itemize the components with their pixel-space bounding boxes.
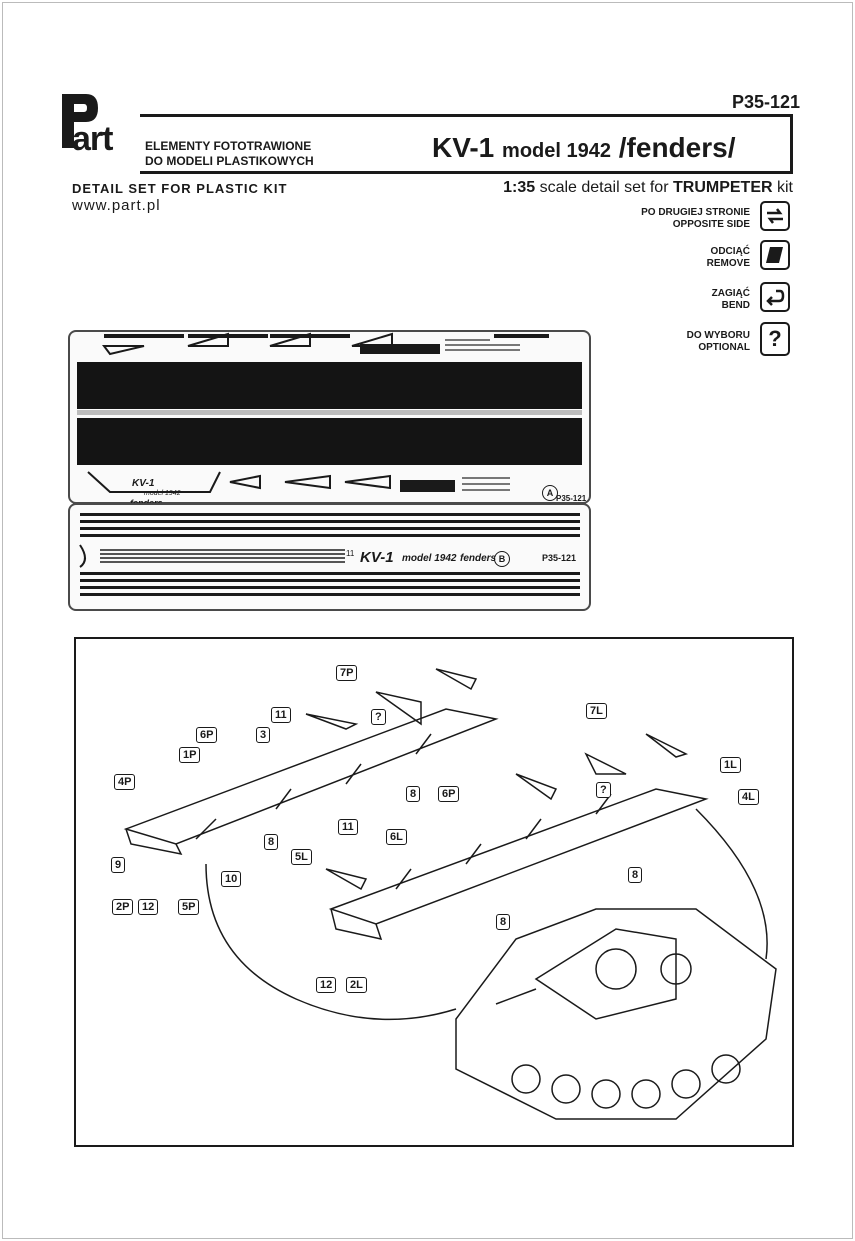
bend-icon [760, 282, 790, 312]
title-main: KV-1 [432, 132, 495, 163]
callout-6p-b: 6P [438, 786, 460, 802]
logo-art-text: art [72, 120, 113, 158]
callout-4p: 4P [114, 774, 136, 790]
callout-5l: 5L [291, 849, 312, 865]
fret-a-drawing [77, 332, 582, 493]
callout-8d: 8 [496, 914, 511, 930]
fret-b-sub: fenders [460, 553, 497, 564]
legend-line-2: OPTIONAL [698, 342, 750, 353]
subtitle-line-2: DO MODELI PLASTIKOWYCH [145, 154, 314, 168]
assembly-drawing [123, 668, 777, 1120]
fret-b-label: B [494, 551, 510, 567]
subtitle-polish: ELEMENTY FOTOTRAWIONE DO MODELI PLASTIKO… [145, 139, 314, 169]
fret-b-code: P35-121 [542, 553, 577, 563]
callout-1p: 1P [179, 747, 201, 763]
detail-set-label: DETAIL SET FOR PLASTIC KIT [72, 181, 288, 196]
callout-10: 10 [221, 871, 242, 887]
legend-line-2: REMOVE [706, 258, 750, 269]
scale-line: 1:35 scale detail set for TRUMPETER kit [503, 179, 793, 197]
logo-p-shape [62, 94, 98, 148]
fret-b-drawing [79, 513, 580, 596]
kit-word: kit [777, 179, 793, 196]
fret-sheet-b: 11 KV-1 model 1942 fenders B P35-121 [68, 503, 591, 611]
legend-line-2: OPPOSITE SIDE [672, 219, 750, 230]
callout-12b: 12 [316, 977, 337, 993]
product-code: P35-121 [731, 92, 800, 112]
callout-3: 3 [256, 727, 271, 743]
callout-11a: 11 [271, 707, 291, 723]
callout-optional-2: ? [596, 782, 611, 798]
callout-8b: 8 [264, 834, 279, 850]
fret-a-label: A [542, 485, 558, 501]
legend-label: ZAGIĄĆ BEND [590, 288, 750, 312]
optional-icon: ? [760, 322, 790, 356]
callout-optional-1: ? [371, 709, 386, 725]
callout-9: 9 [111, 857, 126, 873]
callout-2p: 2P [112, 899, 134, 915]
scale-value: 1:35 [503, 179, 536, 196]
scale-text: scale detail set for [539, 179, 669, 196]
website-link[interactable]: www.part.pl [72, 197, 161, 214]
callout-7l: 7L [586, 703, 607, 719]
fret-b-part-11: 11 [346, 549, 355, 558]
fret-a-code: P35-121 [556, 494, 587, 503]
fret-sheet-a: KV-1 model 1942 fenders A P35-121 [68, 330, 591, 508]
fret-a-name-text: KV-1 [132, 478, 155, 489]
callout-6p: 6P [196, 727, 218, 743]
callout-4l: 4L [738, 789, 759, 805]
legend-line-1: ODCIĄĆ [710, 246, 750, 257]
page-title: KV-1 model 1942 /fenders/ [432, 132, 735, 164]
legend-line-1: DO WYBORU [686, 330, 750, 341]
callout-8a: 8 [406, 786, 421, 802]
fret-a-name: KV-1 [132, 478, 154, 489]
fret-a-model: model 1942 [144, 490, 181, 497]
callout-5p: 5P [178, 899, 200, 915]
opposite-side-icon [760, 201, 790, 231]
legend-line-2: BEND [721, 300, 750, 311]
assembly-diagram: 7P ? 11 6P 3 1P 4P 8 6P 11 8 9 10 2P 12 … [74, 637, 794, 1147]
remove-icon [760, 240, 790, 270]
callout-8c: 8 [628, 867, 643, 883]
legend-label: ODCIĄĆ REMOVE [590, 246, 750, 270]
title-frame [140, 114, 793, 174]
legend-line-1: ZAGIĄĆ [711, 288, 750, 299]
fret-b-name: KV-1 [360, 549, 394, 566]
title-suffix: /fenders/ [618, 132, 736, 163]
callout-6l: 6L [386, 829, 407, 845]
callout-1l: 1L [720, 757, 741, 773]
subtitle-line-1: ELEMENTY FOTOTRAWIONE [145, 139, 312, 153]
callout-2l: 2L [346, 977, 367, 993]
legend-label: DO WYBORU OPTIONAL [590, 330, 750, 354]
fret-b-model: model 1942 [402, 553, 457, 564]
callout-12a: 12 [138, 899, 159, 915]
legend-line-1: PO DRUGIEJ STRONIE [641, 207, 750, 218]
title-model: model 1942 [502, 140, 611, 162]
callout-7p: 7P [336, 665, 358, 681]
kit-brand: TRUMPETER [672, 179, 773, 196]
callout-11b: 11 [338, 819, 358, 835]
legend-label: PO DRUGIEJ STRONIE OPPOSITE SIDE [590, 207, 750, 231]
